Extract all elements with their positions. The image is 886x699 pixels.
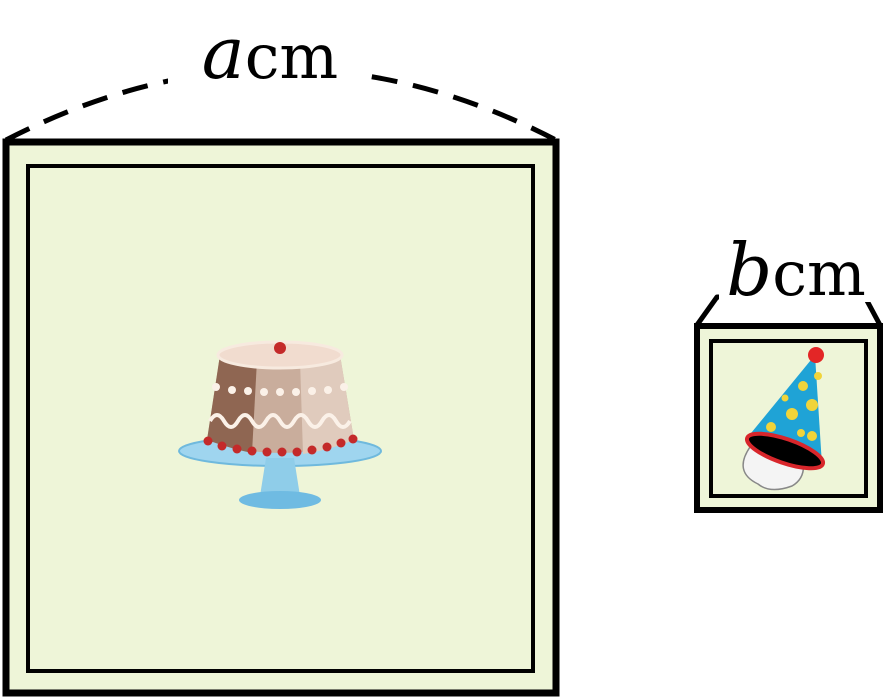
large-frame-inner (26, 164, 535, 673)
small-frame: bcm (694, 228, 883, 513)
large-frame-variable: a (202, 11, 245, 95)
small-frame-label-mask (719, 238, 873, 302)
large-frame-label: acm (202, 11, 338, 95)
small-frame-variable: b (726, 228, 772, 312)
party-hat-icon (742, 347, 826, 491)
small-frame-label: bcm (726, 228, 866, 312)
small-frame-unit: cm (772, 237, 866, 310)
cake-icon (178, 340, 382, 509)
large-frame: acm (2, 11, 560, 697)
large-frame-label-mask (168, 20, 368, 92)
small-frame-inner (709, 339, 868, 498)
large-frame-unit: cm (245, 20, 339, 93)
large-frame-dimension-arc (4, 66, 558, 143)
